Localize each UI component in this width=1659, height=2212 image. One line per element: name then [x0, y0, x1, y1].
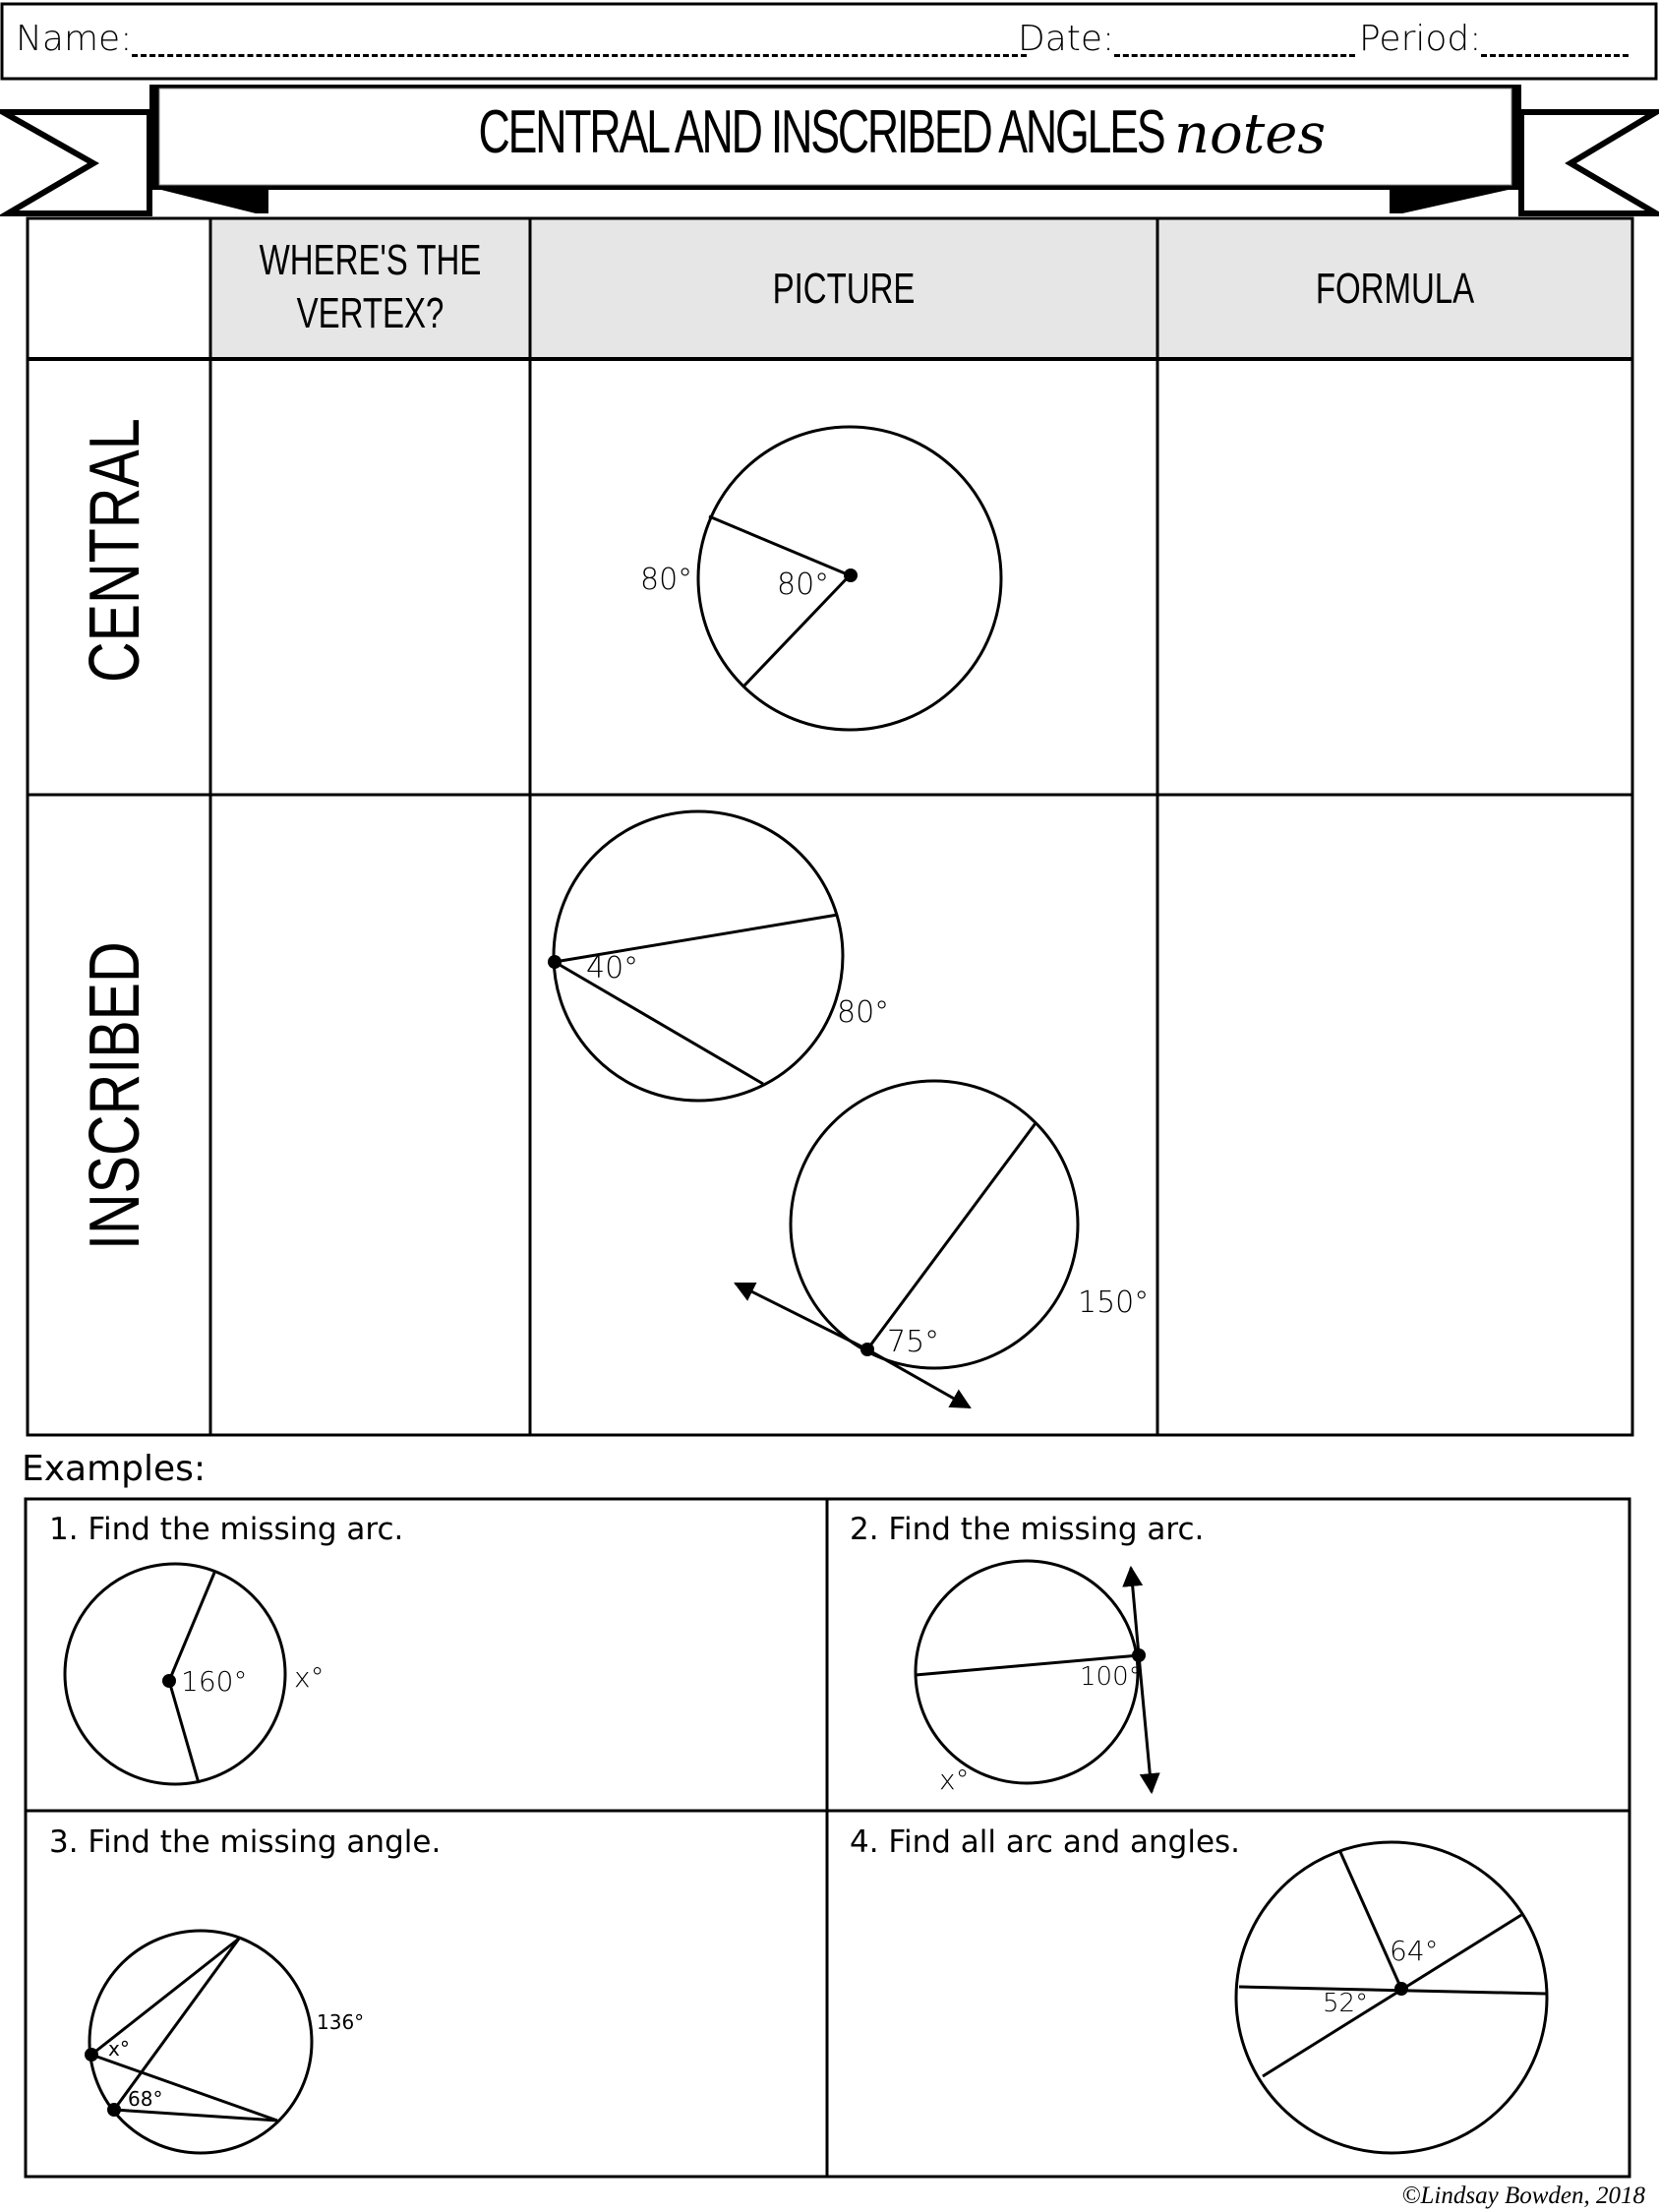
- tangent-chord-diagram: [734, 1079, 1080, 1409]
- example-3-68-label: 68°: [128, 2087, 163, 2111]
- inscribed-angle-diagram: [548, 809, 845, 1103]
- column-header-picture: PICTURE: [772, 265, 916, 313]
- title-banner: [0, 85, 1659, 216]
- example-3-arc-label: 136°: [317, 2010, 365, 2034]
- column-header-vertex-line1: WHERE'S THE: [259, 236, 482, 284]
- example-4-prompt: 4. Find all arc and angles.: [850, 1824, 1241, 1860]
- period-label: Period:: [1359, 19, 1482, 59]
- example-4-diagram: [1234, 1840, 1549, 2155]
- copyright-text: ©Lindsay Bowden, 2018: [1401, 2182, 1645, 2209]
- inscribed-vertex-cell[interactable]: [212, 797, 528, 1433]
- example-1-diagram: [63, 1562, 287, 1786]
- banner-main-face: [158, 88, 1512, 186]
- date-input-line[interactable]: [1114, 25, 1356, 57]
- page-title: CENTRAL AND INSCRIBED ANGLES notes: [159, 102, 1511, 163]
- name-field[interactable]: Name:: [16, 19, 1028, 59]
- tangent-arc-label: 150°: [1078, 1285, 1150, 1320]
- column-header-vertex-line2: VERTEX?: [296, 289, 444, 337]
- name-label: Name:: [16, 19, 133, 59]
- examples-heading: Examples:: [22, 1449, 207, 1489]
- central-arc-label: 80°: [640, 563, 693, 597]
- example-2-arc-label: x°: [939, 1764, 970, 1796]
- column-header-vertex: WHERE'S THE VERTEX?: [251, 234, 491, 340]
- example-2-prompt: 2. Find the missing arc.: [850, 1512, 1205, 1547]
- central-vertex-cell[interactable]: [212, 361, 528, 793]
- inscribed-angle-label: 40°: [586, 951, 639, 986]
- example-4-64-label: 64°: [1390, 1935, 1439, 1967]
- notes-table-grid: [26, 216, 1634, 1437]
- example-1-prompt: 1. Find the missing arc.: [49, 1512, 404, 1547]
- period-field[interactable]: Period:: [1359, 22, 1629, 57]
- example-3-diagram: [85, 1929, 314, 2155]
- column-header-formula: FORMULA: [1315, 265, 1475, 313]
- example-1-angle-label: 160°: [181, 1665, 248, 1698]
- banner-right-fold: [1390, 187, 1521, 213]
- central-formula-cell[interactable]: [1159, 361, 1630, 793]
- name-input-line[interactable]: [132, 25, 1028, 57]
- banner-right-tail: [1518, 109, 1659, 216]
- date-field[interactable]: Date:: [1018, 19, 1356, 59]
- row-header-central: CENTRAL: [76, 418, 154, 683]
- tangent-angle-label: 75°: [887, 1325, 940, 1359]
- example-3-x-label: x°: [108, 2037, 130, 2061]
- date-label: Date:: [1018, 19, 1115, 59]
- example-1-arc-label: x°: [294, 1661, 325, 1694]
- period-input-line[interactable]: [1481, 25, 1629, 57]
- example-4-52-label: 52°: [1323, 1989, 1369, 2018]
- row-header-inscribed: INSCRIBED: [76, 941, 154, 1250]
- banner-left-tail: [0, 109, 152, 216]
- inscribed-arc-label: 80°: [837, 995, 890, 1030]
- central-angle-label: 80°: [777, 568, 830, 602]
- inscribed-formula-cell[interactable]: [1159, 797, 1630, 1433]
- example-2-angle-label: 100°: [1080, 1662, 1142, 1692]
- banner-left-fold: [149, 187, 268, 213]
- examples-grid: [24, 1497, 1631, 2179]
- title-main: CENTRAL AND INSCRIBED ANGLES: [478, 98, 1165, 166]
- example-3-prompt: 3. Find the missing angle.: [49, 1824, 442, 1860]
- central-angle-diagram: [696, 425, 1003, 732]
- student-info-box: [0, 2, 1658, 81]
- title-script: notes: [1173, 102, 1327, 166]
- example-2-diagram: [914, 1559, 1160, 1795]
